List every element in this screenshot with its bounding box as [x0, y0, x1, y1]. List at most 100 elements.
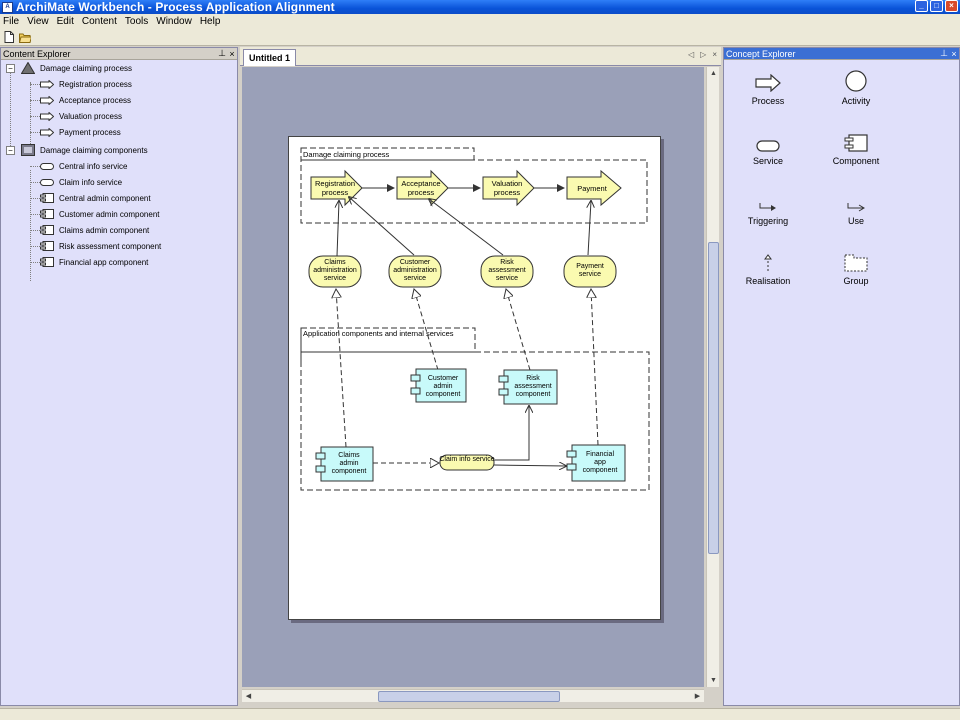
used-by-relation	[588, 201, 591, 256]
tree-connector	[30, 182, 40, 183]
claims-administration-service[interactable]: Claims administration service	[308, 255, 362, 288]
payment-service[interactable]: Payment service	[563, 255, 617, 288]
scroll-up-icon[interactable]: ▲	[710, 70, 717, 77]
tab-prev-icon[interactable]: ◁	[688, 50, 695, 59]
tree-group-label: Damage claiming components	[40, 145, 148, 155]
realisation-icon	[728, 242, 808, 272]
process-label: Acceptance	[401, 179, 440, 188]
open-folder-icon[interactable]	[19, 31, 31, 43]
menu-window[interactable]: Window	[156, 16, 192, 27]
concept-use[interactable]: Use	[816, 182, 896, 240]
service-label: assessment	[488, 267, 525, 274]
tree-item[interactable]: Central info service	[40, 158, 127, 174]
tree-group-components[interactable]: Damage claiming components	[21, 142, 148, 158]
scroll-right-icon[interactable]: ▶	[694, 693, 701, 700]
process-icon	[40, 127, 54, 137]
maximize-button[interactable]: □	[930, 0, 943, 12]
payment-process[interactable]: Payment	[566, 169, 622, 207]
tab-next-icon[interactable]: ▷	[700, 50, 707, 59]
tree-item-label: Financial app component	[59, 257, 149, 267]
tree-item[interactable]: Claim info service	[40, 174, 122, 190]
concept-activity[interactable]: Activity	[816, 62, 896, 120]
concept-process[interactable]: Process	[728, 62, 808, 120]
tree-item[interactable]: Valuation process	[40, 108, 122, 124]
menu-file[interactable]: File	[3, 16, 20, 27]
close-button[interactable]: ×	[945, 0, 958, 12]
component-icon	[40, 225, 54, 235]
app-icon: A	[2, 1, 13, 13]
menu-content[interactable]: Content	[81, 16, 117, 27]
financial-app-component[interactable]: Financial app component	[566, 444, 626, 482]
tree-item[interactable]: Payment process	[40, 124, 121, 140]
service-label: service	[579, 271, 601, 278]
status-bar	[0, 708, 960, 720]
menu-tools[interactable]: Tools	[124, 16, 149, 27]
customer-admin-component[interactable]: Customer admin component	[410, 368, 467, 403]
tree-item[interactable]: Risk assessment component	[40, 238, 161, 254]
scroll-left-icon[interactable]: ◀	[245, 693, 252, 700]
application-group-frame	[300, 327, 650, 491]
tab-untitled[interactable]: Untitled 1	[243, 49, 297, 66]
menu-help[interactable]: Help	[199, 16, 221, 27]
tree-item[interactable]: Acceptance process	[40, 92, 131, 108]
claims-admin-component[interactable]: Claims admin component	[315, 446, 374, 482]
close-panel-icon[interactable]: ×	[951, 48, 957, 59]
tree-line	[10, 72, 11, 154]
component-label: Customer	[428, 375, 459, 382]
tree-item[interactable]: Customer admin component	[40, 206, 160, 222]
vertical-scrollbar[interactable]: ▲ ▼	[706, 67, 719, 687]
diagram-canvas[interactable]: Damage claiming process Registration pro…	[242, 67, 704, 687]
component-icon	[40, 209, 54, 219]
service-label: administration	[313, 267, 357, 274]
new-document-icon[interactable]	[3, 31, 15, 43]
menu-edit[interactable]: Edit	[56, 16, 74, 27]
valuation-process[interactable]: Valuation process	[482, 169, 535, 207]
component-label: component	[426, 391, 461, 398]
pin-icon[interactable]: ⊥	[940, 48, 948, 58]
service-label: service	[404, 275, 426, 282]
claim-info-service[interactable]: Claim info service	[439, 454, 495, 471]
concept-label: Service	[752, 156, 783, 166]
concept-label: Component	[832, 156, 880, 166]
tree-item[interactable]: Central admin component	[40, 190, 151, 206]
minimize-button[interactable]: _	[915, 0, 928, 12]
menu-view[interactable]: View	[27, 16, 49, 27]
concept-realisation[interactable]: Realisation	[728, 242, 808, 300]
vertical-scroll-thumb[interactable]	[708, 242, 719, 554]
horizontal-scroll-thumb[interactable]	[378, 691, 560, 702]
used-by-relation	[493, 465, 566, 466]
risk-assessment-service[interactable]: Risk assessment service	[480, 255, 534, 288]
acceptance-process[interactable]: Acceptance process	[396, 169, 449, 207]
title-bar: A ArchiMate Workbench - Process Applicat…	[0, 0, 960, 14]
collapse-toggle[interactable]: −	[6, 64, 15, 73]
window-title: ArchiMate Workbench - Process Applicatio…	[16, 0, 335, 14]
tree-item[interactable]: Registration process	[40, 76, 132, 92]
process-group-frame	[300, 147, 648, 224]
collapse-toggle[interactable]: −	[6, 146, 15, 155]
tree-item[interactable]: Claims admin component	[40, 222, 149, 238]
concept-group[interactable]: Group	[816, 242, 896, 300]
pin-icon[interactable]: ⊥	[218, 48, 226, 58]
service-label: Claims	[324, 259, 346, 266]
horizontal-scrollbar[interactable]: ◀ ▶	[242, 689, 704, 702]
concept-component[interactable]: Component	[816, 122, 896, 180]
tree-group-process[interactable]: Damage claiming process	[21, 60, 132, 76]
application-group-label: Application components and internal serv…	[303, 329, 454, 338]
realisation-relation	[591, 289, 599, 446]
process-label: process	[494, 188, 521, 197]
scroll-down-icon[interactable]: ▼	[710, 677, 717, 684]
tab-close-icon[interactable]: ×	[712, 50, 717, 59]
risk-assessment-component[interactable]: Risk assessment component	[498, 369, 558, 405]
customer-administration-service[interactable]: Customer administration service	[388, 255, 442, 288]
component-label: Financial	[586, 451, 614, 458]
registration-process[interactable]: Registration process	[310, 169, 363, 207]
tree-item-label: Payment process	[59, 127, 121, 137]
tree-connector	[30, 230, 40, 231]
tree-item-label: Claims admin component	[59, 225, 150, 235]
concept-triggering[interactable]: Triggering	[728, 182, 808, 240]
tree-item[interactable]: Financial app component	[40, 254, 148, 270]
tree-item-label: Central admin component	[59, 193, 151, 203]
close-panel-icon[interactable]: ×	[229, 48, 235, 59]
tree-connector	[30, 166, 40, 167]
concept-service[interactable]: Service	[728, 122, 808, 180]
